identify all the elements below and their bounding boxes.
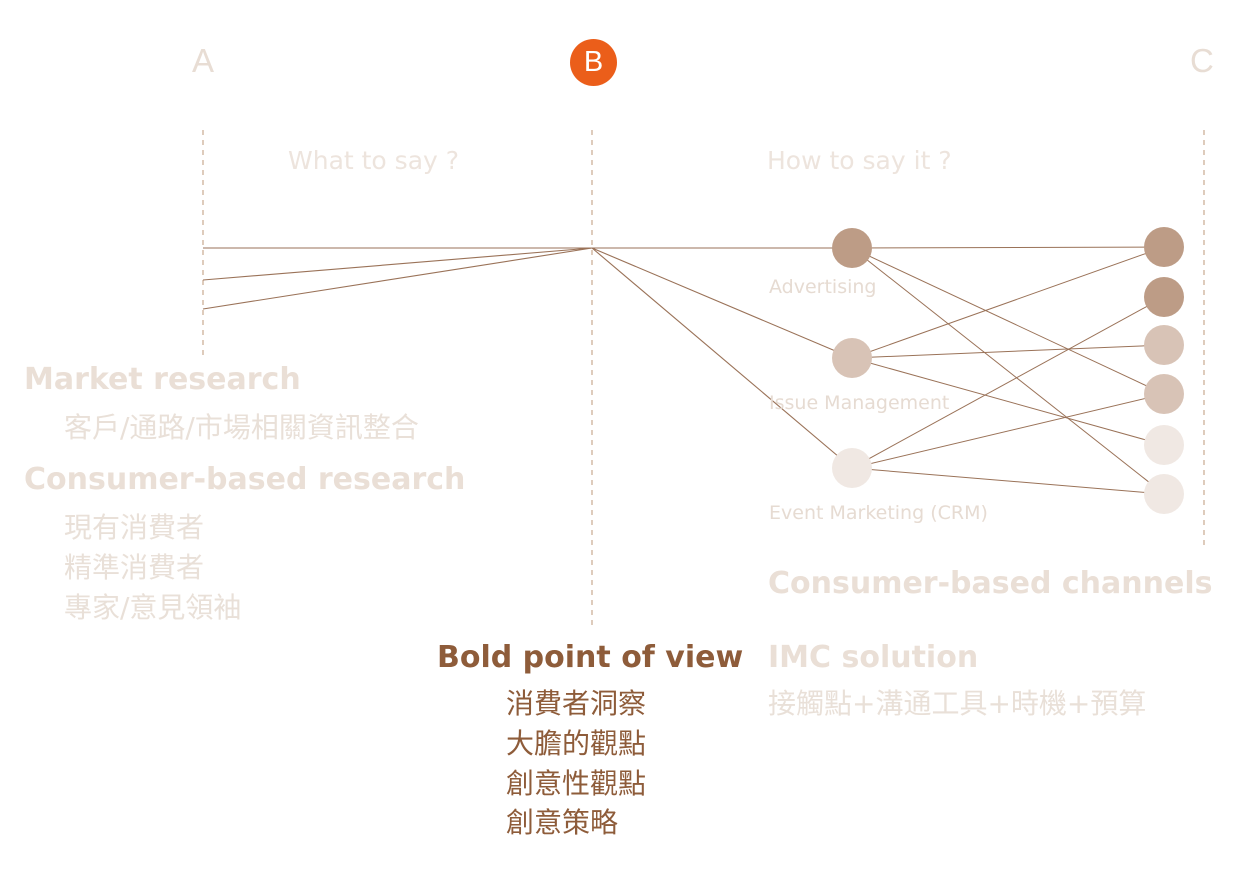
touchpoint-node-2 <box>1144 277 1184 317</box>
imc-solution-heading: IMC solution <box>768 640 979 675</box>
node-issue-management <box>832 338 872 378</box>
touchpoint-node-6 <box>1144 474 1184 514</box>
research-connectors <box>202 247 593 310</box>
connector-issue-t5 <box>851 357 1165 446</box>
bold-point-item-bold-view: 大膽的觀點 <box>506 727 647 760</box>
connector-adv-t4 <box>851 247 1165 395</box>
connector-b-event <box>591 247 853 469</box>
node-event-marketing <box>832 448 872 488</box>
connector-b-issue <box>591 247 853 359</box>
channel-label-issue-management: Issue Management <box>769 392 950 414</box>
connector-a3-b <box>202 247 593 310</box>
channel-connectors <box>591 247 853 469</box>
connector-event-t2 <box>851 296 1165 469</box>
channel-label-advertising: Advertising <box>769 276 877 298</box>
consumer-channels-heading: Consumer-based channels <box>768 566 1213 601</box>
touchpoint-node-4 <box>1144 374 1184 414</box>
bold-point-item-creative-view: 創意性觀點 <box>506 767 647 800</box>
consumer-research-item-experts: 專家/意見領袖 <box>64 591 242 624</box>
stage-label-c: C <box>1190 42 1214 79</box>
connector-adv-t1 <box>851 246 1165 249</box>
bold-point-item-creative-strategy: 創意策略 <box>506 806 619 839</box>
connector-event-t4 <box>851 393 1165 469</box>
node-advertising <box>832 228 872 268</box>
question-how-to-say: How to say it ? <box>767 146 952 175</box>
consumer-research-heading: Consumer-based research <box>24 462 466 497</box>
stage-badge-b: B <box>570 39 617 86</box>
touchpoint-node-5 <box>1144 425 1184 465</box>
market-research-item: 客戶/通路/市場相關資訊整合 <box>64 411 419 444</box>
bold-point-heading: Bold point of view <box>437 640 744 675</box>
consumer-research-item-targeted: 精準消費者 <box>64 551 205 584</box>
bold-point-item-insight: 消費者洞察 <box>506 687 647 720</box>
consumer-research-item-current: 現有消費者 <box>64 511 205 544</box>
market-research-heading: Market research <box>24 362 301 397</box>
connector-event-t6 <box>851 467 1165 495</box>
connector-a2-b <box>202 247 593 281</box>
connector-adv-t6 <box>851 247 1165 495</box>
connector-issue-t1 <box>851 246 1165 359</box>
connector-issue-t3 <box>851 344 1165 359</box>
stage-label-a: A <box>192 42 215 79</box>
channel-label-event-marketing: Event Marketing (CRM) <box>769 502 988 524</box>
touchpoint-node-1 <box>1144 227 1184 267</box>
touchpoint-connectors <box>851 246 1165 495</box>
question-what-to-say: What to say ? <box>288 146 460 175</box>
imc-solution-item: 接觸點+溝通工具+時機+預算 <box>768 687 1147 720</box>
touchpoint-node-3 <box>1144 325 1184 365</box>
